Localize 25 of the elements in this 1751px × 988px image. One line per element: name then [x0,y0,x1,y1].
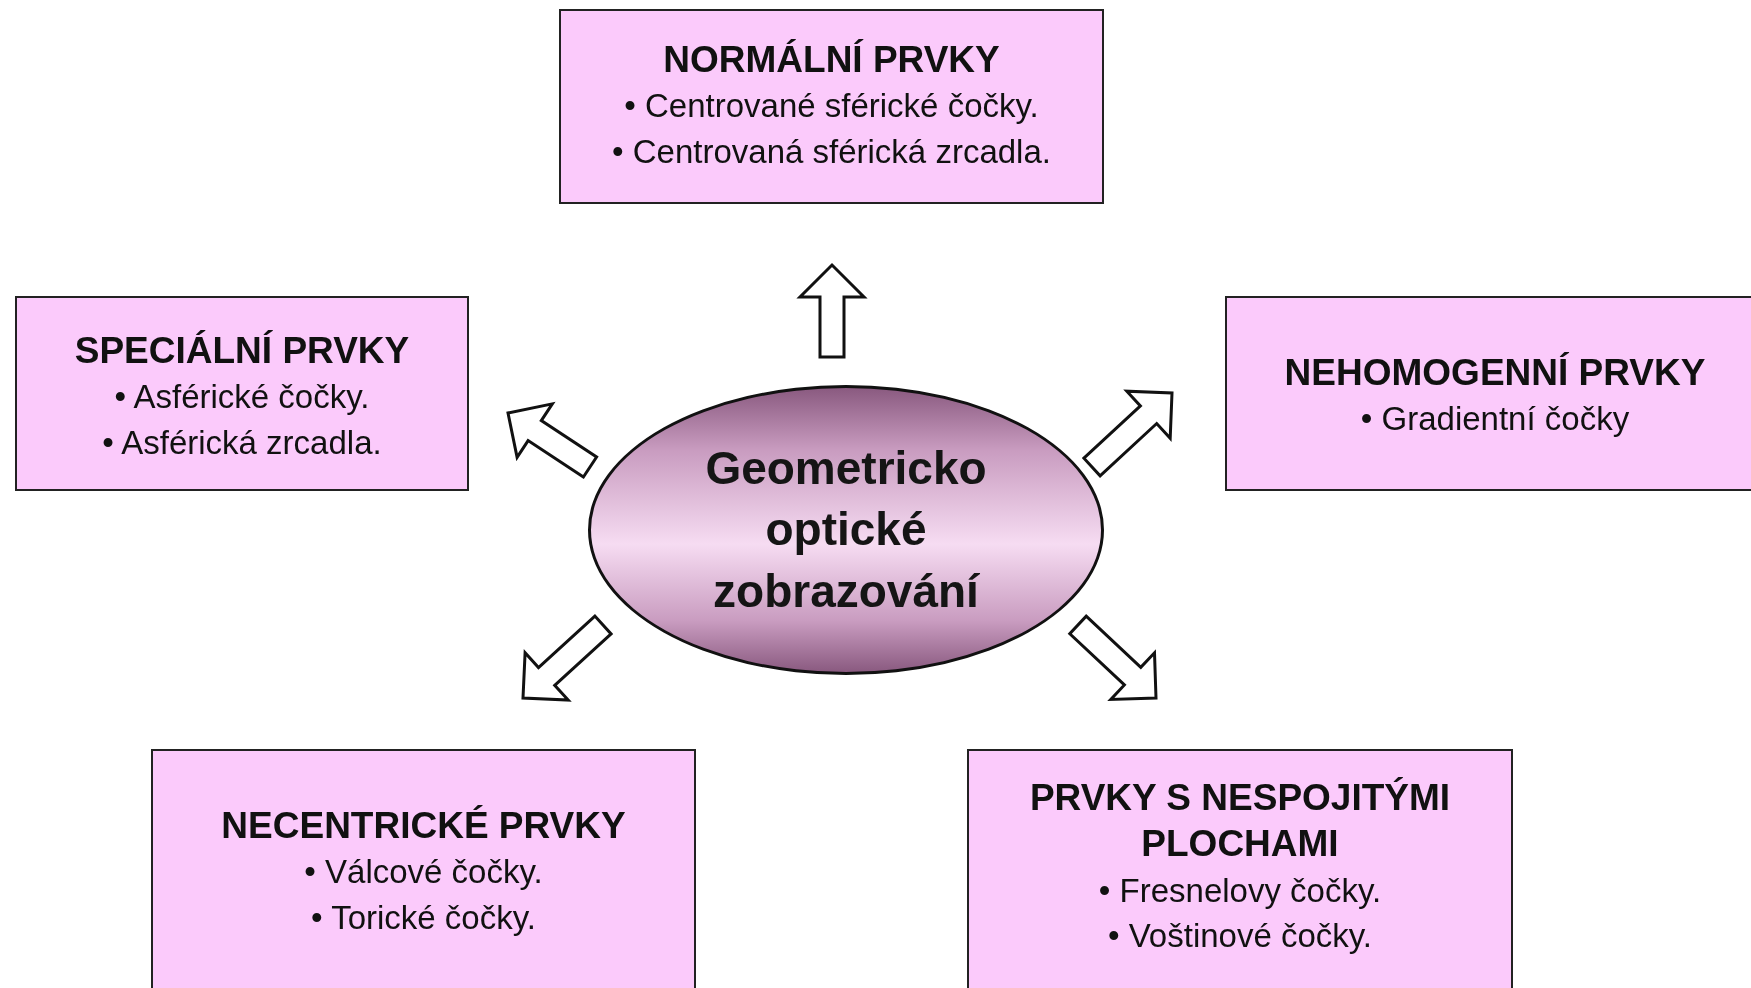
center-title: Geometricko optické zobrazování [704,441,988,619]
category-title: NECENTRICKÉ PRVKY [221,804,626,848]
hollow-arrow [506,401,599,480]
bullet-item: • Fresnelovy čočky. [1098,870,1382,911]
hollow-arrow [1067,614,1158,702]
hollow-arrow [1081,389,1174,478]
category-title: SPECIÁLNÍ PRVKY [74,329,410,373]
bullet-item: • Válcové čočky. [304,852,543,893]
bullet-item: • Centrovaná sférická zrcadla. [612,131,1051,172]
category-box [15,296,469,491]
category-box [559,9,1104,204]
category-box [1225,296,1751,491]
bullet-item: • Centrované sférické čočky. [624,86,1039,127]
category-box [967,749,1513,988]
category-title: NORMÁLNÍ PRVKY [663,38,1000,82]
bullet-item: • Asférická zrcadla. [102,422,382,463]
bullet-item: • Asférické čočky. [114,377,370,418]
bullet-item: • Gradientní čočky [1360,399,1630,440]
category-title: PRVKY S NESPOJITÝMI PLOCHAMI [1028,776,1452,867]
category-title: NEHOMOGENNÍ PRVKY [1284,351,1706,395]
hollow-arrow [521,613,614,702]
bullet-item: • Voštinové čočky. [1107,916,1373,957]
hollow-arrow [796,262,868,359]
bullet-item: • Torické čočky. [311,897,536,938]
category-box [151,749,696,988]
